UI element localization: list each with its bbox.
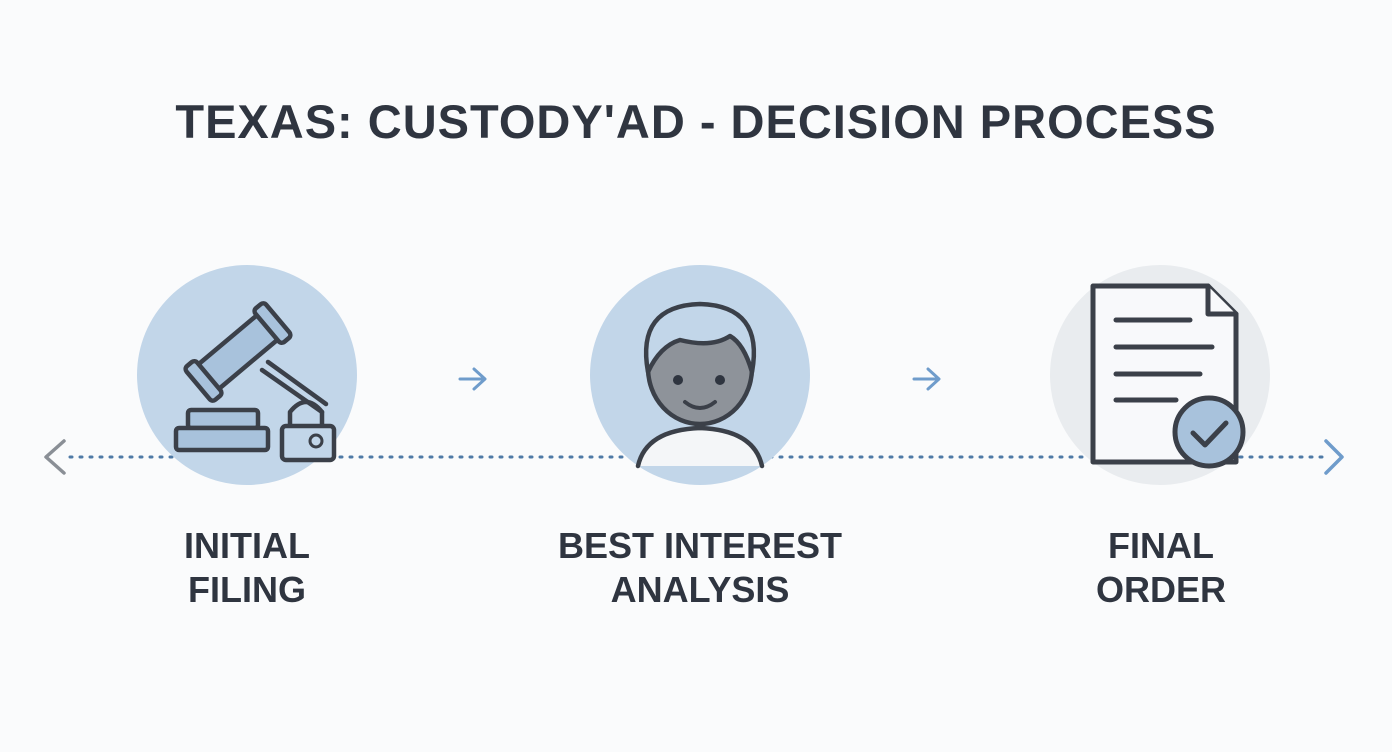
- step-initial-filing-icon-group: [137, 265, 357, 485]
- step-label-line: ORDER: [1095, 569, 1226, 610]
- step-label-final-order: FINAL ORDER: [991, 524, 1331, 612]
- step-label-line: FILING: [188, 569, 306, 610]
- gavel-icon: [173, 301, 337, 463]
- step-label-line: INITIAL: [184, 525, 310, 566]
- step-final-order-icon-group: [1050, 265, 1270, 485]
- step-label-line: FINAL: [1108, 525, 1214, 566]
- step-best-interest-icon-group: [590, 265, 810, 485]
- diagram-title: TEXAS: CUSTODY'AD - DECISION PROCESS: [175, 95, 1217, 148]
- child-face-icon: [635, 301, 765, 469]
- step-arrow-icon: [458, 367, 487, 391]
- timeline-right-arrow-icon: [1324, 439, 1344, 475]
- timeline-left-arrow-icon: [44, 439, 66, 475]
- step-label-best-interest-analysis: BEST INTEREST ANALYSIS: [530, 524, 870, 612]
- step-label-line: BEST INTEREST: [557, 525, 843, 566]
- step-label-initial-filing: INITIAL FILING: [77, 524, 417, 612]
- document-check-icon: [1090, 283, 1246, 469]
- step-label-line: ANALYSIS: [610, 569, 790, 610]
- step-arrow-icon: [912, 367, 941, 391]
